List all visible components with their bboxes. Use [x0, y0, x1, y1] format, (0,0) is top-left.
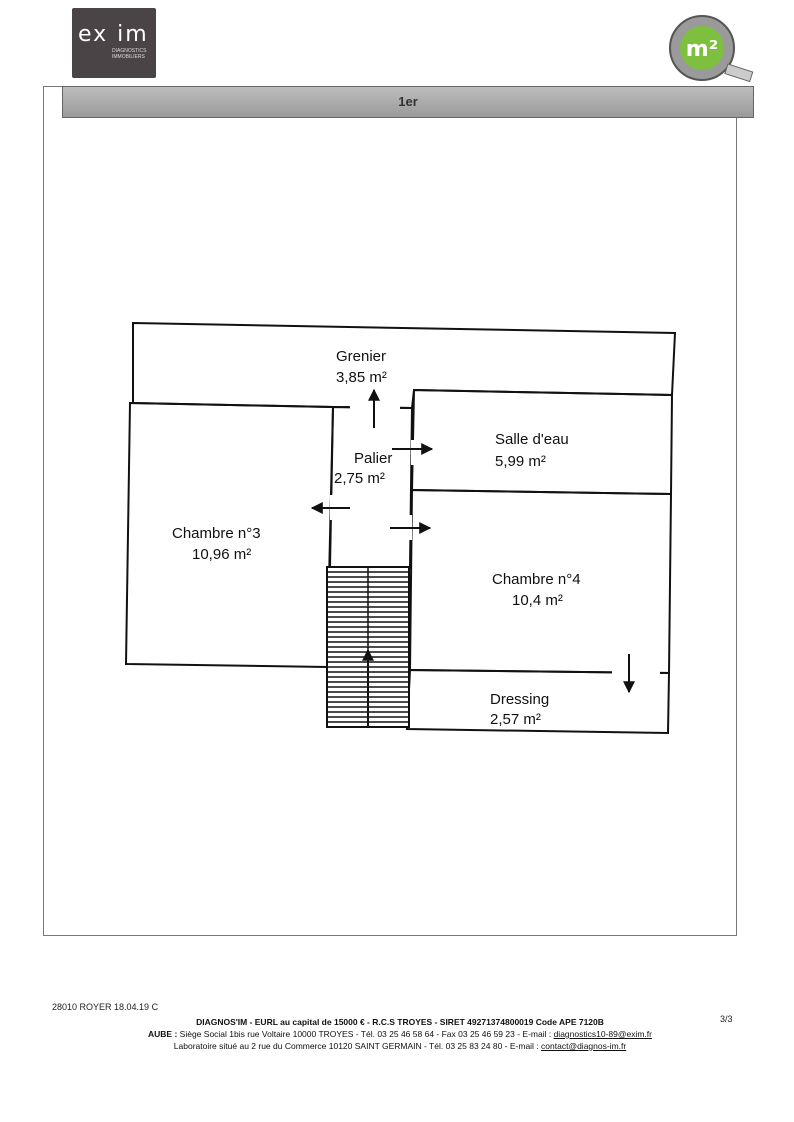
room-grenier-outline	[132, 321, 677, 410]
document-reference: 28010 ROYER 18.04.19 C	[52, 1002, 159, 1012]
tape-measure-icon: m²	[669, 15, 754, 83]
m2-badge-text: m²	[686, 37, 719, 62]
level-title: 1er	[398, 94, 418, 109]
room-chambre4-area: 10,4 m²	[512, 592, 563, 609]
page-number: 3/3	[720, 1014, 733, 1024]
logo-subtitle: DIAGNOSTICS IMMOBILIERS	[112, 48, 147, 60]
office-email-link[interactable]: diagnostics10-89@exim.fr	[553, 1029, 652, 1039]
level-header: 1er	[62, 86, 754, 118]
company-footer: DIAGNOS'IM - EURL au capital de 15000 € …	[100, 1016, 700, 1052]
company-line: DIAGNOS'IM - EURL au capital de 15000 € …	[196, 1017, 604, 1027]
room-grenier-area: 3,85 m²	[336, 369, 387, 386]
room-grenier-name: Grenier	[336, 348, 387, 365]
room-salle-eau-area: 5,99 m²	[495, 453, 546, 470]
office-prefix: AUBE :	[148, 1029, 178, 1039]
room-dressing-name: Dressing	[490, 691, 550, 708]
office-line: Siège Social 1bis rue Voltaire 10000 TRO…	[179, 1029, 554, 1039]
room-chambre4-name: Chambre n°4	[492, 571, 581, 588]
room-chambre3-area: 10,96 m²	[192, 546, 252, 563]
staircase	[326, 566, 410, 728]
room-palier-name: Palier	[354, 450, 393, 467]
room-salle-eau-name: Salle d'eau	[495, 431, 569, 448]
exim-logo: ex im DIAGNOSTICS IMMOBILIERS	[72, 8, 156, 78]
lab-email-link[interactable]: contact@diagnos-im.fr	[541, 1041, 627, 1051]
room-chambre3-name: Chambre n°3	[172, 525, 261, 542]
lab-line: Laboratoire situé au 2 rue du Commerce 1…	[173, 1041, 542, 1051]
room-dressing-area: 2,57 m²	[490, 711, 541, 728]
room-palier-area: 2,75 m²	[334, 470, 385, 487]
room-palier-outline	[328, 405, 414, 570]
logo-text: ex im	[78, 22, 149, 47]
